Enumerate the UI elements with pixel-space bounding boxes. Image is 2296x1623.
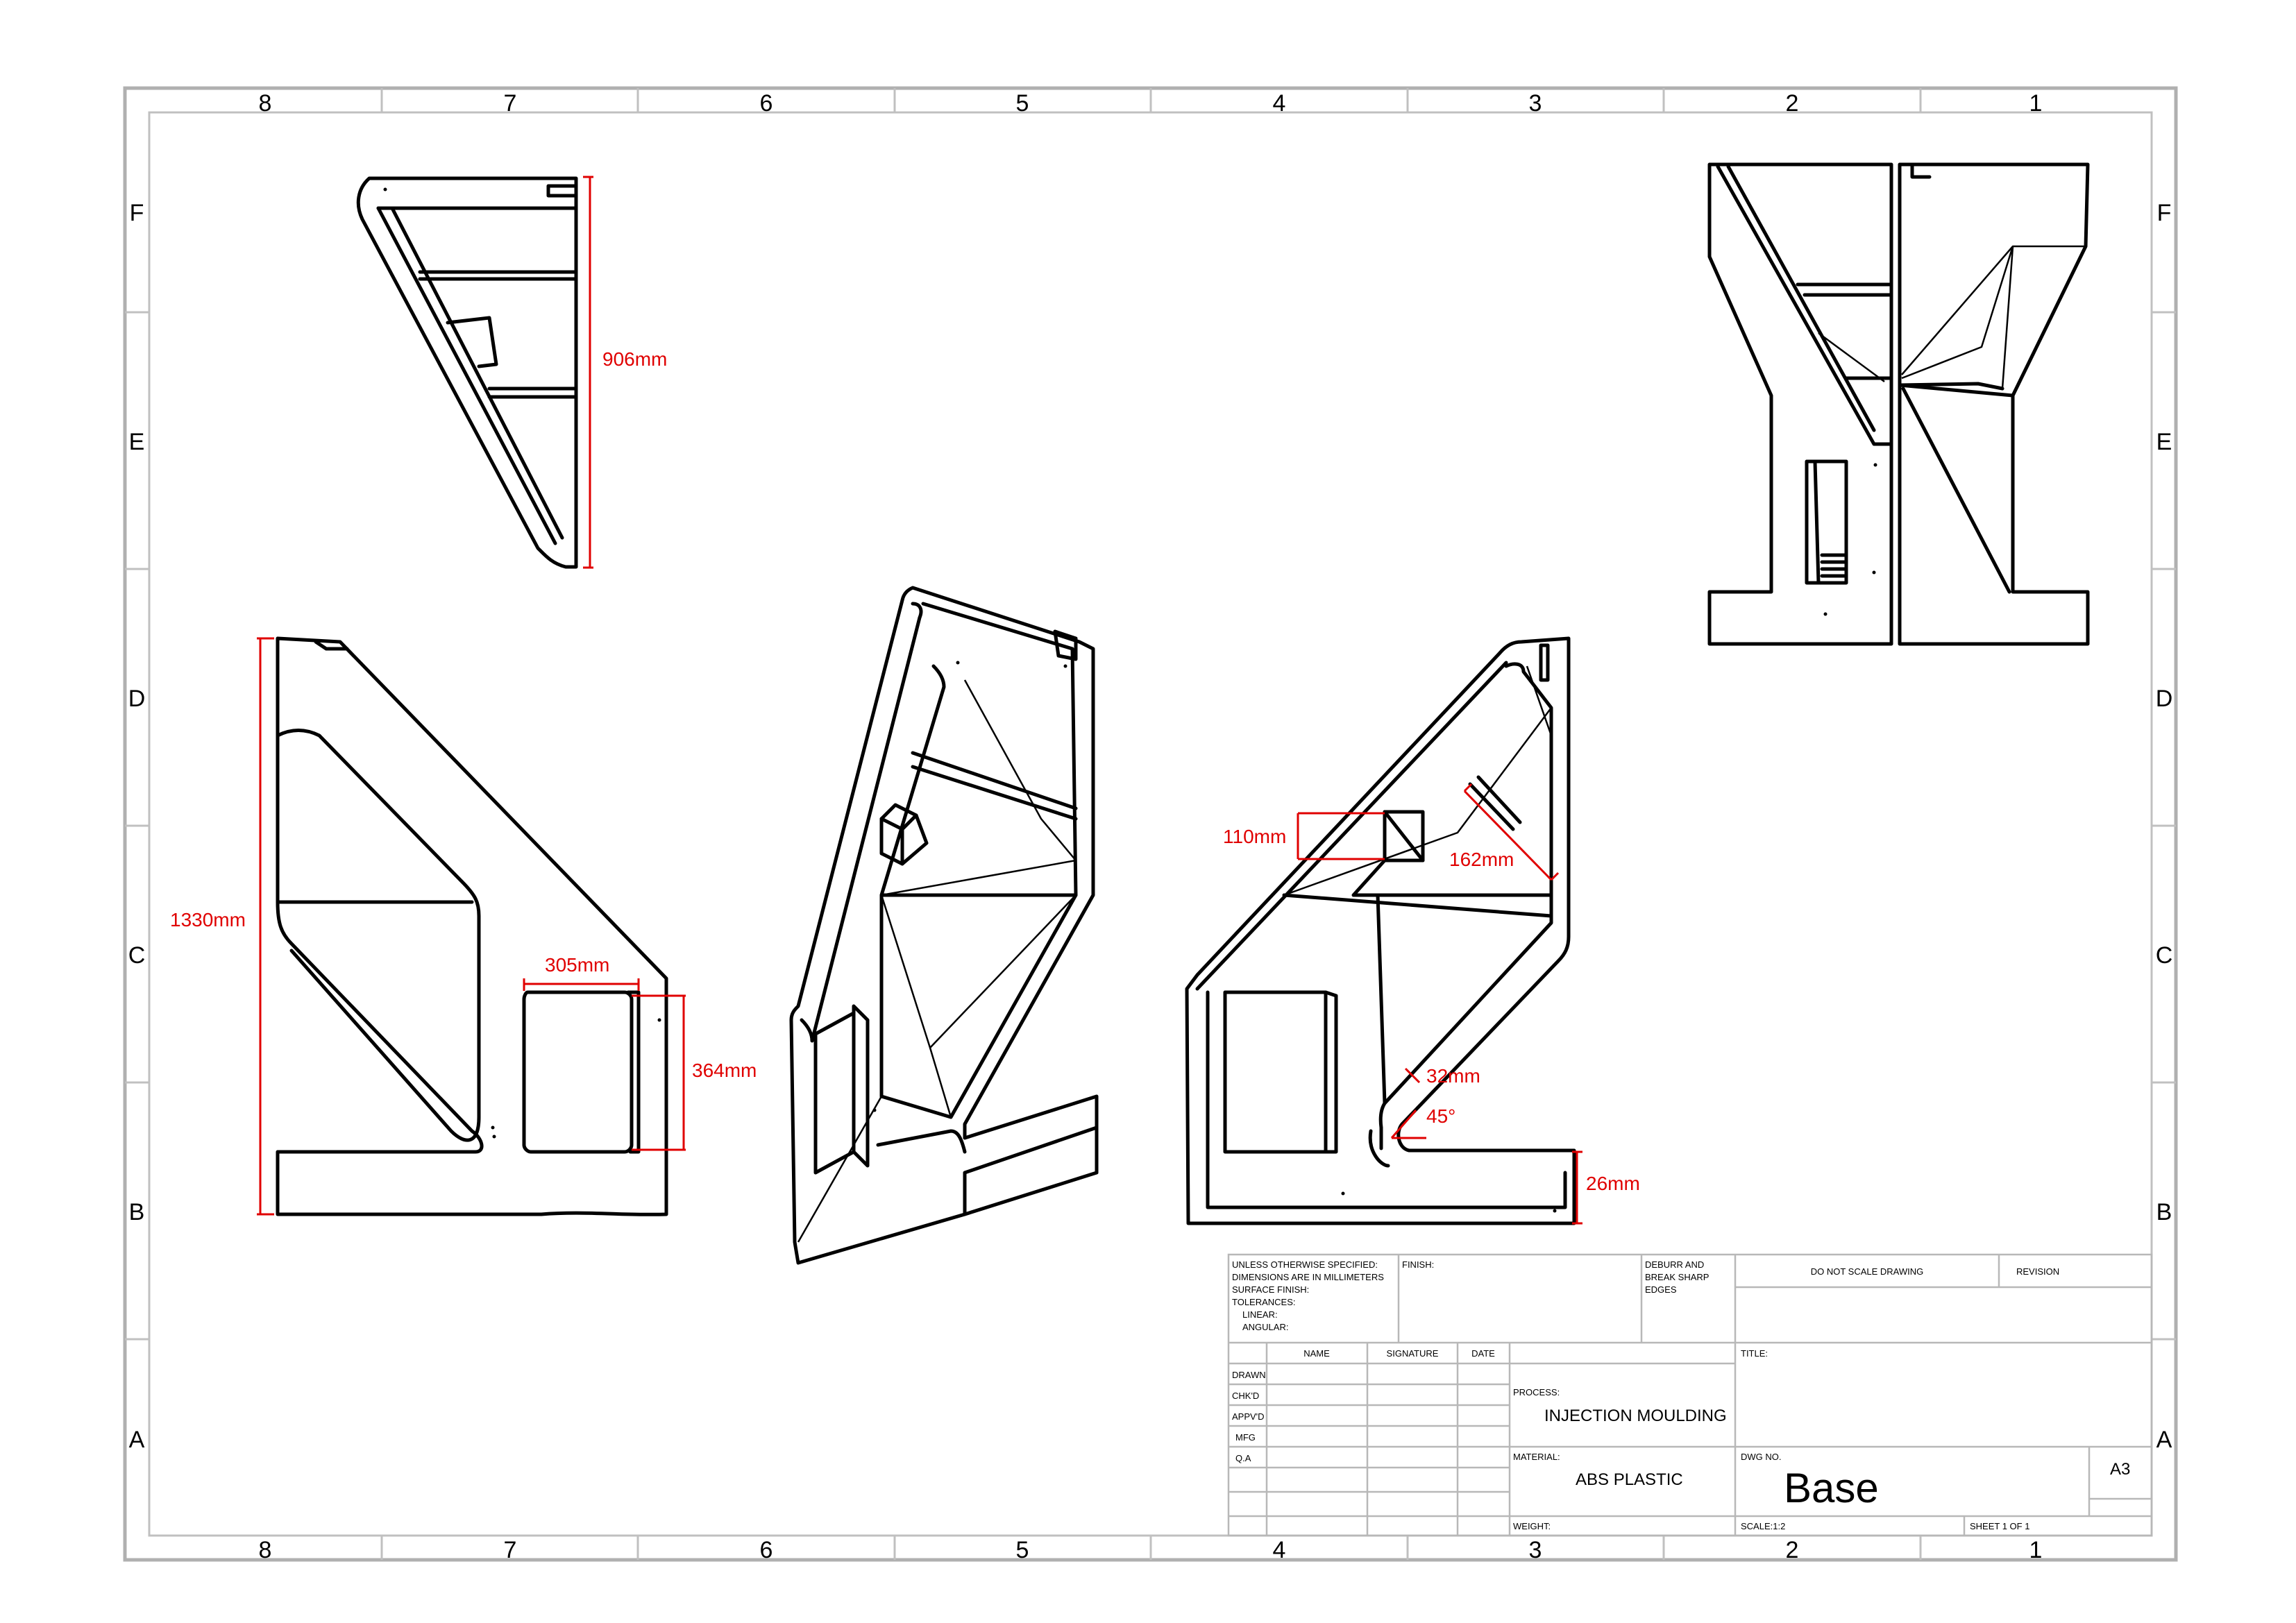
tb-deburr-3: EDGES bbox=[1645, 1284, 1677, 1295]
top-view bbox=[356, 176, 578, 569]
zone-labels-bottom: 8 7 6 5 4 3 2 1 bbox=[259, 1537, 2043, 1563]
zone-col-3: 3 bbox=[1529, 90, 1542, 117]
zone-row-a: A bbox=[129, 1427, 145, 1453]
zone-row-f: F bbox=[130, 200, 144, 226]
zone-row-c: C bbox=[128, 942, 146, 969]
dim-1330-label: 1330mm bbox=[170, 909, 246, 931]
tb-signature-header: SIGNATURE bbox=[1387, 1348, 1439, 1359]
zone-row-c-right: C bbox=[2156, 942, 2173, 969]
isometric-view bbox=[789, 586, 1099, 1265]
front-view bbox=[276, 636, 668, 1216]
dim-110-label: 110mm bbox=[1223, 826, 1286, 847]
zone-col-8: 8 bbox=[259, 90, 272, 117]
zone-row-b: B bbox=[129, 1199, 145, 1225]
tb-sheet-label: SHEET 1 OF 1 bbox=[1970, 1521, 2029, 1531]
zone-col-4: 4 bbox=[1273, 90, 1286, 117]
tb-process-label: PROCESS: bbox=[1513, 1387, 1560, 1397]
zone-col-7: 7 bbox=[504, 90, 517, 117]
dim-26-label: 26mm bbox=[1586, 1173, 1640, 1194]
zone-labels-top: 8 7 6 5 4 3 2 1 bbox=[259, 90, 2043, 117]
zone-row-b-right: B bbox=[2156, 1199, 2172, 1225]
tb-row-mfg: MFG bbox=[1235, 1432, 1256, 1443]
tb-process-value: INJECTION MOULDING bbox=[1544, 1407, 1727, 1425]
tb-title-label: TITLE: bbox=[1741, 1348, 1768, 1359]
tb-row-qa: Q.A bbox=[1235, 1453, 1251, 1463]
zone-col-5-bottom: 5 bbox=[1016, 1537, 1029, 1563]
tb-dwg-no-label: DWG NO. bbox=[1741, 1452, 1782, 1462]
zone-col-3-bottom: 3 bbox=[1529, 1537, 1542, 1563]
dim-162-label: 162mm bbox=[1449, 849, 1514, 870]
section-view bbox=[1185, 636, 1576, 1225]
tb-scale-label: SCALE:1:2 bbox=[1741, 1521, 1785, 1531]
dim-32-label: 32mm bbox=[1426, 1065, 1480, 1087]
zone-col-6: 6 bbox=[760, 90, 773, 117]
front-view-dimensions: 1330mm 305mm 364mm bbox=[170, 637, 757, 1216]
tb-unless-6: ANGULAR: bbox=[1242, 1322, 1288, 1332]
side-view bbox=[1707, 162, 2090, 646]
zone-col-2: 2 bbox=[1786, 90, 1799, 117]
zone-col-7-bottom: 7 bbox=[504, 1537, 517, 1563]
tb-do-not-scale: DO NOT SCALE DRAWING bbox=[1811, 1266, 1924, 1277]
tb-weight-label: WEIGHT: bbox=[1513, 1521, 1551, 1531]
zone-row-a-right: A bbox=[2156, 1427, 2172, 1453]
angle-45-label: 45° bbox=[1426, 1105, 1455, 1127]
tb-material-value: ABS PLASTIC bbox=[1576, 1470, 1683, 1489]
zone-col-4-bottom: 4 bbox=[1273, 1537, 1286, 1563]
tb-unless-1: UNLESS OTHERWISE SPECIFIED: bbox=[1232, 1259, 1378, 1270]
dim-906-label: 906mm bbox=[602, 348, 667, 370]
section-view-dimensions: 110mm 162mm 32mm 45° 26mm bbox=[1223, 783, 1640, 1225]
dim-364-label: 364mm bbox=[692, 1060, 757, 1081]
zone-row-f-right: F bbox=[2157, 200, 2172, 226]
dim-305-label: 305mm bbox=[545, 954, 609, 976]
tb-deburr-2: BREAK SHARP bbox=[1645, 1272, 1709, 1282]
zone-row-e: E bbox=[129, 429, 145, 455]
sheet-border bbox=[123, 86, 2178, 1562]
title-block: UNLESS OTHERWISE SPECIFIED: DIMENSIONS A… bbox=[1227, 1253, 2153, 1537]
tb-sheet-size: A3 bbox=[2110, 1460, 2130, 1479]
tb-finish-label: FINISH: bbox=[1402, 1259, 1434, 1270]
tb-date-header: DATE bbox=[1471, 1348, 1495, 1359]
tb-unless-4: TOLERANCES: bbox=[1232, 1297, 1296, 1307]
tb-unless-2: DIMENSIONS ARE IN MILLIMETERS bbox=[1232, 1272, 1384, 1282]
zone-row-e-right: E bbox=[2156, 429, 2172, 455]
zone-col-5: 5 bbox=[1016, 90, 1029, 117]
zone-row-d: D bbox=[128, 686, 146, 712]
zone-col-2-bottom: 2 bbox=[1786, 1537, 1799, 1563]
tb-dwg-no-value: Base bbox=[1784, 1465, 1879, 1511]
tb-row-chkd: CHK'D bbox=[1232, 1391, 1259, 1401]
top-view-dimensions: 906mm bbox=[583, 176, 667, 569]
zone-labels-right: F E D C B A bbox=[2156, 200, 2173, 1453]
zone-col-1: 1 bbox=[2029, 90, 2043, 117]
tb-deburr-1: DEBURR AND bbox=[1645, 1259, 1704, 1270]
tb-name-header: NAME bbox=[1303, 1348, 1330, 1359]
tb-material-label: MATERIAL: bbox=[1513, 1452, 1560, 1462]
zone-col-6-bottom: 6 bbox=[760, 1537, 773, 1563]
zone-col-1-bottom: 1 bbox=[2029, 1537, 2043, 1563]
zone-labels-left: F E D C B A bbox=[128, 200, 146, 1453]
zone-row-d-right: D bbox=[2156, 686, 2173, 712]
tb-unless-5: LINEAR: bbox=[1242, 1309, 1278, 1320]
tb-row-appvd: APPV'D bbox=[1232, 1411, 1265, 1422]
zone-col-8-bottom: 8 bbox=[259, 1537, 272, 1563]
tb-revision-label: REVISION bbox=[2016, 1266, 2059, 1277]
tb-unless-3: SURFACE FINISH: bbox=[1232, 1284, 1309, 1295]
tb-row-drawn: DRAWN bbox=[1232, 1370, 1266, 1380]
